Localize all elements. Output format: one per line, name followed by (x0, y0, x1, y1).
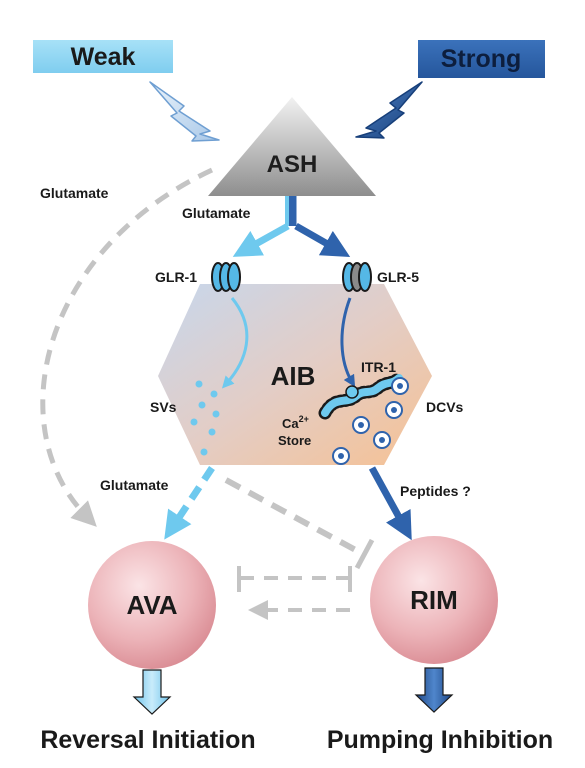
store-label: Store (278, 433, 311, 448)
glr1-to-svs-curve (221, 297, 249, 389)
glutamate-bottom-label: Glutamate (100, 477, 169, 493)
glr5-label: GLR-5 (377, 269, 419, 285)
aib-to-ava-dashed-arrow (164, 466, 215, 540)
aib-to-rim-inhibition-line (224, 477, 365, 557)
strong-lightning-bolt-icon (355, 81, 423, 139)
strong-label: Strong (441, 45, 522, 73)
glutamate-left-label: Glutamate (40, 185, 109, 201)
ash-neuron-triangle (208, 97, 376, 196)
weak-label: Weak (71, 43, 136, 71)
ca-label: Ca2+ (282, 414, 309, 431)
pumping-output-arrow-icon (414, 667, 454, 713)
glr5-to-itr1-curve (340, 297, 356, 388)
ash-to-ava-dashed-arrow (40, 167, 214, 527)
rim-inhibition-bar (354, 538, 375, 570)
glutamate-to-glr5-arrow (294, 222, 351, 257)
ash-label: ASH (267, 151, 318, 178)
aib-label: AIB (271, 361, 316, 391)
pumping-inhibition-label: Pumping Inhibition (327, 726, 553, 754)
ava-label: AVA (126, 590, 177, 620)
glr5-receptor-icon (342, 262, 372, 292)
reversal-initiation-label: Reversal Initiation (40, 726, 255, 754)
rim-label: RIM (410, 585, 458, 615)
glutamate-to-glr1-arrow (232, 222, 290, 257)
dcv-vesicle-icon (391, 377, 409, 395)
glr1-label: GLR-1 (155, 269, 197, 285)
weak-label-box (33, 40, 173, 73)
ca-store-er (321, 374, 403, 417)
weak-lightning-bolt-icon (149, 81, 220, 142)
itr1-channel-icon (345, 385, 359, 399)
strong-label-box (418, 40, 545, 78)
ava-neuron (88, 541, 216, 669)
dcv-vesicle-icon (352, 416, 370, 434)
rim-neuron (370, 536, 498, 664)
svs-label: SVs (150, 399, 177, 415)
dcv-vesicle-icon (332, 447, 350, 465)
glr1-receptor-icon (211, 262, 241, 292)
dense-core-vesicles (332, 377, 409, 465)
aib-to-rim-peptide-arrow (368, 466, 412, 541)
glutamate-top-label: Glutamate (182, 205, 251, 221)
dcvs-label: DCVs (426, 399, 464, 415)
reversal-output-arrow-icon (132, 669, 172, 715)
dcv-vesicle-icon (373, 431, 391, 449)
peptides-label: Peptides ? (400, 483, 471, 499)
dcv-vesicle-icon (385, 401, 403, 419)
itr1-label: ITR-1 (361, 359, 396, 375)
synaptic-vesicles (190, 380, 220, 456)
